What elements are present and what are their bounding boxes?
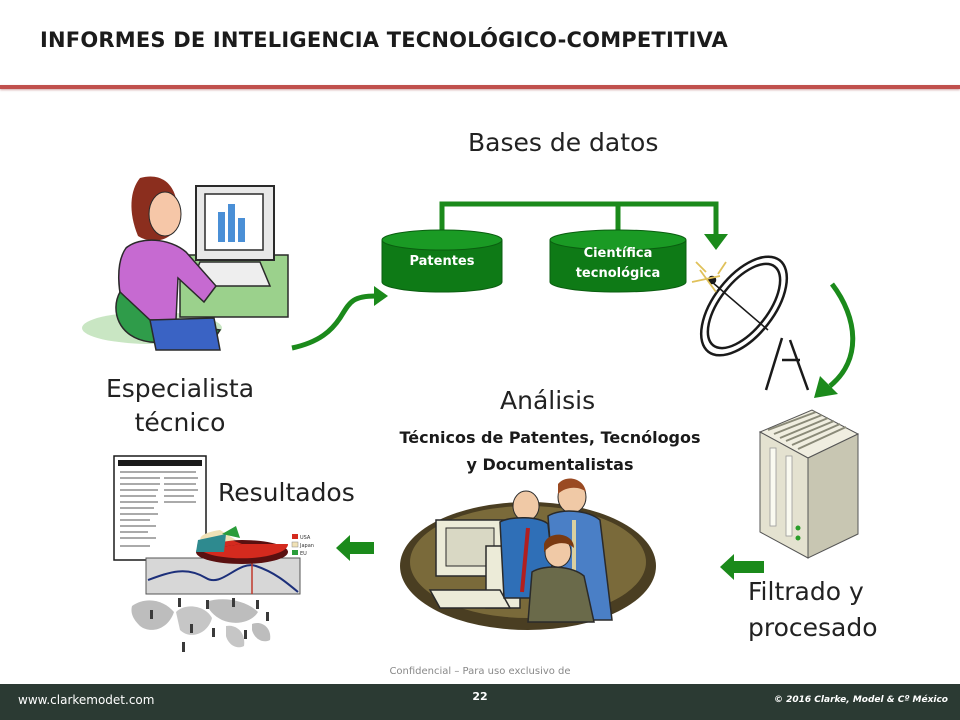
analysis-subtitle: Técnicos de Patentes, Tecnólogos y Docum…	[380, 424, 720, 478]
footer-bar	[0, 684, 960, 720]
satellite-dish-icon	[691, 255, 810, 391]
analysis-team-icon	[400, 478, 656, 630]
filter-label: Filtrado y procesado	[748, 574, 908, 646]
block-arrow-to-analysis-icon	[720, 554, 764, 580]
patents-label: Patentes	[409, 254, 475, 269]
footer-url-link[interactable]: www.clarkemodet.com	[18, 693, 155, 707]
science-database-icon	[549, 229, 687, 293]
science-label-line2: tecnológica	[575, 266, 661, 281]
database-connector	[439, 201, 719, 238]
confidential-note: Confidencial – Para uso exclusivo de	[389, 666, 571, 677]
page-title: INFORMES DE INTELIGENCIA TECNOLÓGICO-COM…	[40, 28, 728, 52]
analysis-label: Análisis	[500, 386, 596, 415]
analysis-subtitle-line2: y Documentalistas	[466, 455, 634, 474]
legend-japan: Japan	[299, 543, 314, 549]
specialist-label: Especialista técnico	[100, 372, 260, 440]
patent-document-icon	[113, 455, 207, 561]
science-label-line1: Científica	[583, 246, 653, 261]
specialist-computer-icon	[82, 176, 289, 351]
legend-eu: EU	[300, 551, 307, 557]
legend-usa: USA	[300, 535, 311, 541]
block-arrow-to-results-icon	[336, 535, 374, 561]
arrow-to-dish-icon	[704, 234, 728, 250]
flow-arrow-to-server	[828, 282, 856, 388]
world-map-icon	[131, 598, 271, 652]
server-icon	[758, 409, 860, 559]
specialist-label-line2: técnico	[134, 408, 226, 437]
pie-chart-icon	[196, 526, 299, 564]
specialist-label-line1: Especialista	[105, 374, 255, 403]
page-number: 22	[472, 690, 488, 703]
arrowhead-icon	[814, 376, 838, 398]
databases-label: Bases de datos	[468, 128, 659, 157]
arrowhead-icon	[374, 286, 388, 306]
copyright-text: © 2016 Clarke, Model & Cº México	[773, 695, 948, 705]
patents-database-icon	[381, 229, 503, 293]
flow-arrow-to-databases	[291, 293, 377, 351]
results-label: Resultados	[218, 478, 355, 507]
filter-label-line1: Filtrado y	[748, 577, 864, 606]
trend-chart-icon	[145, 557, 301, 595]
analysis-subtitle-line1: Técnicos de Patentes, Tecnólogos	[399, 428, 701, 447]
filter-label-line2: procesado	[748, 613, 878, 642]
science-label: Científica tecnológica	[550, 244, 686, 284]
title-divider	[0, 85, 960, 89]
